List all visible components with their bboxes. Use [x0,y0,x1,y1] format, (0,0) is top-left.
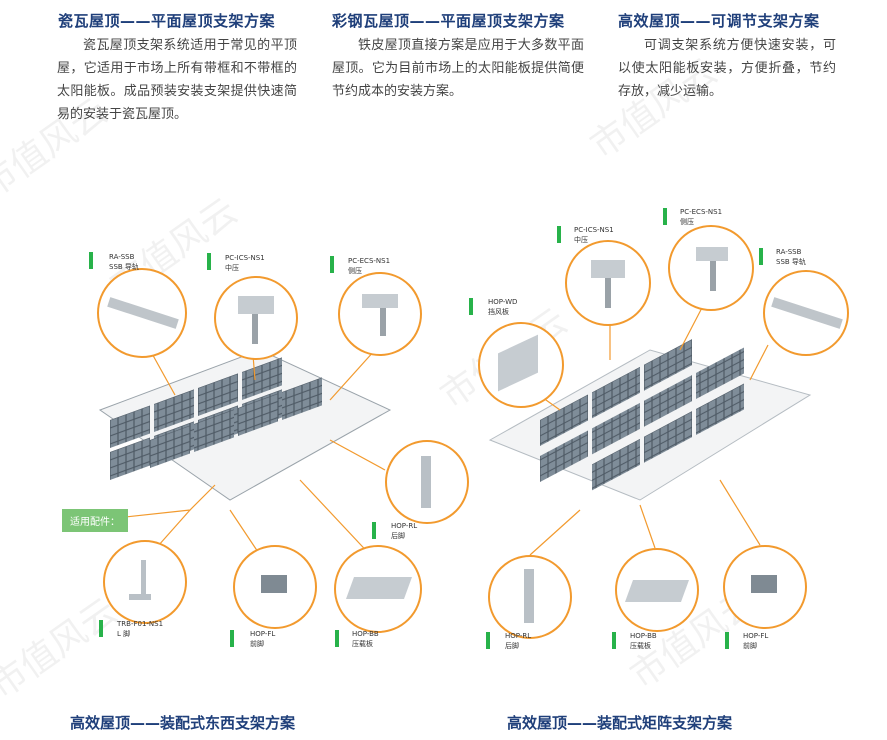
part-code: TRB-F01-NS1 [117,620,164,628]
tag-marker [99,620,103,637]
part-name: 侧压 [348,267,362,275]
part-name: L 脚 [117,630,131,638]
detail-wind-deflector [478,322,564,408]
column-body-ceramic: 瓷瓦屋顶支架系统适用于常见的平顶屋，它适用于市场上所有带框和不带框的太阳能板。成… [57,38,297,122]
detail-rear-leg-right [488,555,572,639]
left-solar-array [110,357,322,480]
part-name: 中压 [225,264,239,272]
part-name: 挡风板 [488,308,509,316]
part-code: HOP-BB [352,630,379,638]
part-name: 压载板 [352,640,373,648]
part-name: 前脚 [743,642,757,650]
part-name: SSB 导轨 [776,258,806,266]
part-code: HOP-FL [743,632,769,640]
part-code: PC-ECS-NS1 [348,257,391,265]
caption-matrix: 高效屋顶——装配式矩阵支架方案 [507,714,733,732]
part-code: PC-ECS-NS1 [680,208,723,216]
tag-marker [330,256,334,273]
detail-mid-clamp-right [565,240,651,326]
part-code: HOP-RL [391,522,418,530]
part-code: HOP-RL [505,632,532,640]
tag-marker [486,632,490,649]
part-code: PC-ICS-NS1 [574,226,614,234]
part-code: HOP-BB [630,632,657,640]
tag-marker [372,522,376,539]
part-code: PC-ICS-NS1 [225,254,265,262]
tag-marker [207,253,211,270]
part-name: 中压 [574,236,588,244]
part-code: RA-SSB [776,248,802,256]
tag-marker [663,208,667,225]
part-code: RA-SSB [109,253,135,261]
caption-east-west: 高效屋顶——装配式东西支架方案 [70,714,296,732]
detail-front-leg-left [233,545,317,629]
tag-marker [725,632,729,649]
tag-marker [557,226,561,243]
detail-end-clamp [338,272,422,356]
tag-marker [230,630,234,647]
tag-marker [335,630,339,647]
column-title-steel: 彩钢瓦屋顶——平面屋顶支架方案 [332,12,565,30]
detail-mid-clamp [214,276,298,360]
part-name: 前脚 [250,640,264,648]
tag-marker [469,298,473,315]
detail-ssb-rail [97,268,187,358]
detail-ssb-rail-right [763,270,849,356]
part-code: HOP-WD [488,298,518,306]
column-title-adjustable: 高效屋顶——可调节支架方案 [618,12,820,30]
part-code: HOP-FL [250,630,276,638]
detail-l-foot [103,540,187,624]
column-body-adjustable: 可调支架系统方便快速安装，可以使太阳能板安装，方便折叠，节约存放，减少运输。 [618,38,836,99]
tag-marker [612,632,616,649]
detail-ballast-tray-left [334,545,422,633]
column-title-ceramic: 瓷瓦屋顶——平面屋顶支架方案 [58,12,276,30]
detail-rear-leg-left [385,440,469,524]
part-name: 后脚 [505,642,519,650]
part-name: 后脚 [391,532,405,540]
right-solar-array [540,339,744,491]
column-body-steel: 铁皮屋顶直接方案是应用于大多数平面屋顶。它为目前市场上的太阳能板提供简便节约成本… [332,38,584,99]
detail-ballast-tray-right [615,548,699,632]
part-name: 压载板 [630,642,651,650]
detail-end-clamp-right [668,225,754,311]
part-name: SSB 导轨 [109,263,139,271]
detail-front-leg-right [723,545,807,629]
tag-marker [89,252,93,269]
tag-marker [759,248,763,265]
part-name: 侧压 [680,218,694,226]
accessories-label: 适用配件： [62,509,128,532]
